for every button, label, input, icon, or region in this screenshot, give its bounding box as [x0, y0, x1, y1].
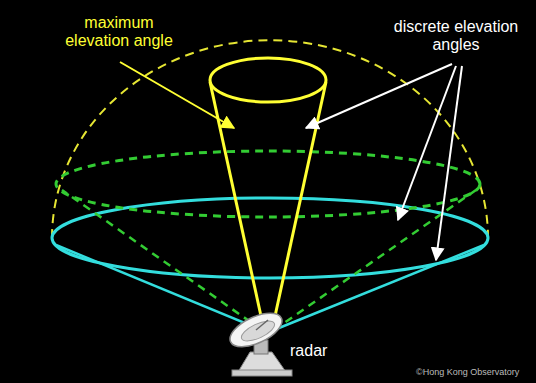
leader-arrow [306, 64, 452, 128]
middle-scan-line [62, 190, 262, 330]
radar-dish [225, 306, 292, 376]
leader-arrow [120, 62, 234, 128]
max-scan-line [272, 82, 326, 330]
watermark: ©Hong Kong Observatory [416, 367, 519, 377]
leader-arrow [398, 66, 456, 220]
middle-scan-ring [56, 151, 480, 217]
radar-label: radar [290, 342, 327, 360]
lowest-scan-ring [52, 198, 488, 278]
callout-label: maximum elevation angle [52, 14, 186, 51]
max-scan-ring [210, 58, 326, 102]
lowest-scan-line [56, 245, 262, 330]
callout-label: discrete elevation angles [392, 18, 520, 55]
middle-scan-line [274, 190, 476, 330]
leader-arrow [436, 66, 462, 260]
